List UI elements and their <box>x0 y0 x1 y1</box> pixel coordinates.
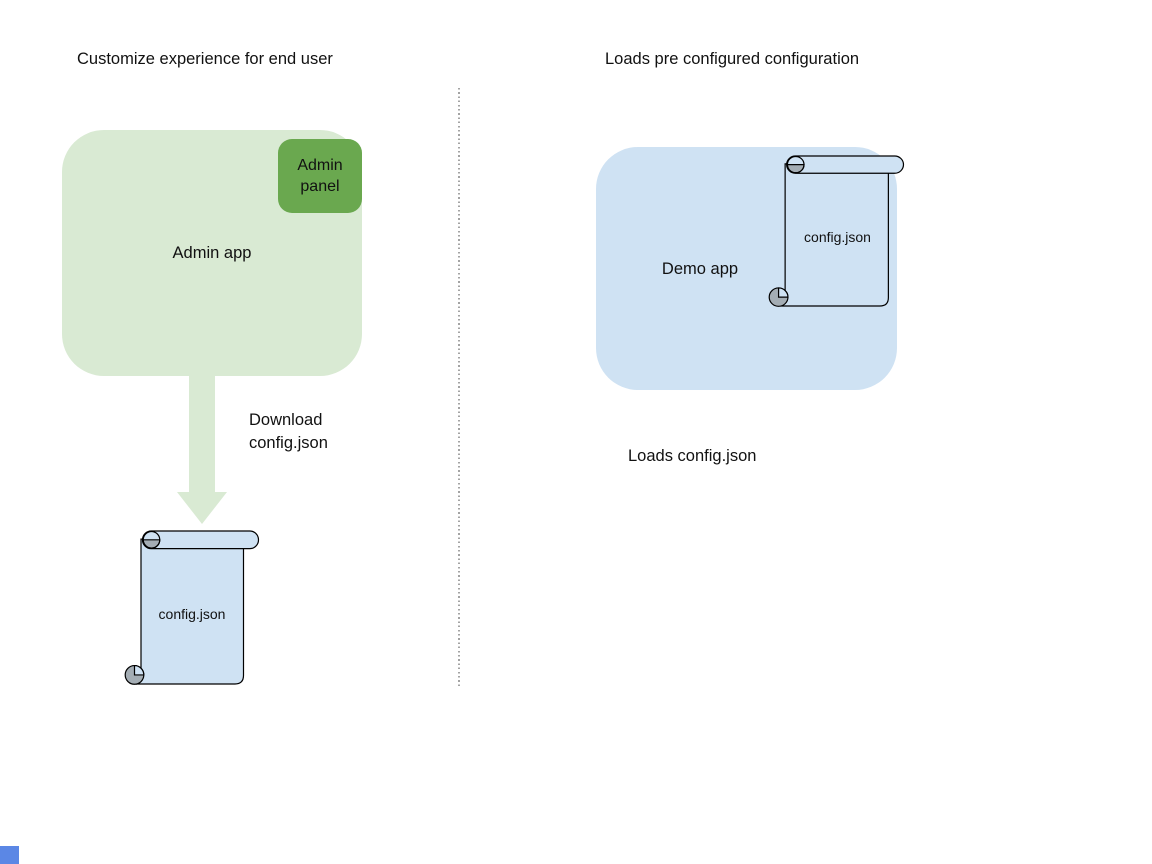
admin-app-label: Admin app <box>172 244 252 262</box>
scroll-top-roll <box>786 155 905 174</box>
section-divider-dotted-line <box>458 88 460 688</box>
scroll-bottom-curl-notch <box>133 664 145 676</box>
scroll-top-roll <box>141 530 260 550</box>
right-section-title: Loads pre configured configuration <box>605 50 860 68</box>
scroll-bottom-curl-notch <box>777 287 789 298</box>
left-section-title: Customize experience for end user <box>77 50 333 68</box>
demo-app-label: Demo app <box>661 260 739 278</box>
corner-blue-square <box>0 846 19 864</box>
config-json-scroll-shape <box>768 155 905 307</box>
config-json-label-left: config.json <box>158 606 226 622</box>
loads-config-caption: Loads config.json <box>628 447 757 465</box>
download-arrow-label: Download config.json <box>249 411 328 452</box>
scroll-top-curl <box>786 155 805 174</box>
download-arrow-icon <box>177 376 227 524</box>
scroll-top-curl <box>142 530 161 549</box>
config-json-scroll-shape <box>124 530 260 685</box>
admin-panel-shape: Admin panel <box>278 139 362 213</box>
config-json-label-right: config.json <box>804 229 871 245</box>
